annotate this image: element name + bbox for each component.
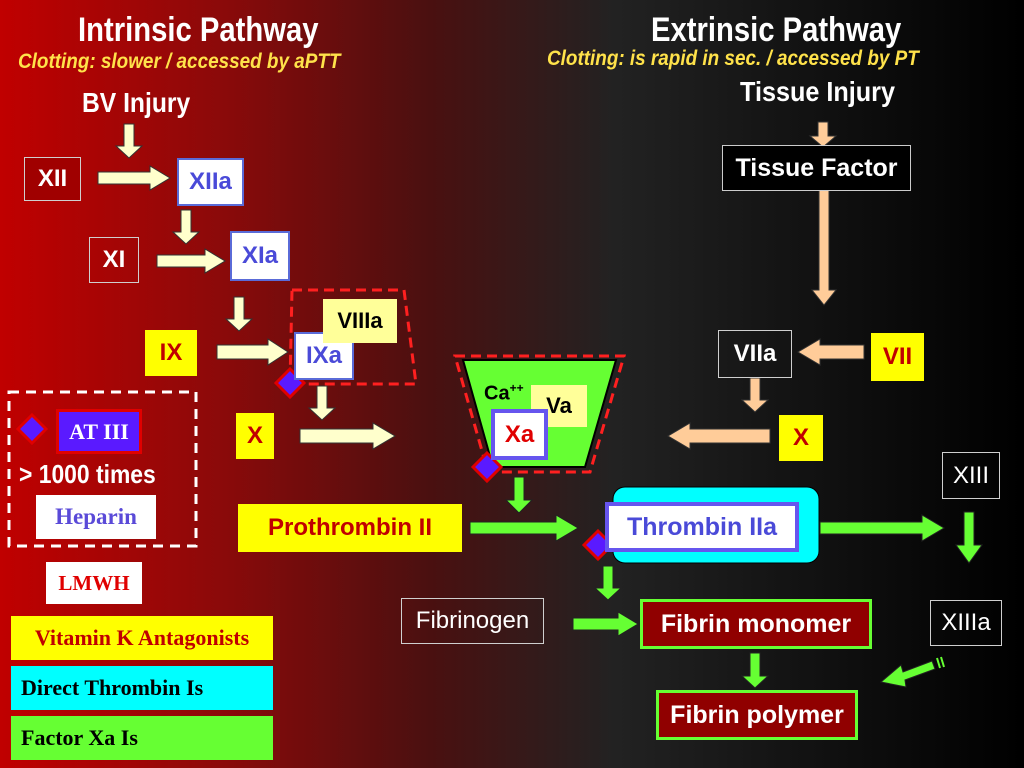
tissue-injury-label: Tissue Injury xyxy=(740,76,895,107)
arrow-xiii-xiiia xyxy=(955,511,983,564)
inhibitor-diamond-xa xyxy=(470,450,504,484)
calcium-label: Ca++ xyxy=(484,381,524,406)
arrow-vii-viia xyxy=(797,338,865,366)
factor-xia: XIa xyxy=(230,231,290,281)
factor-xii: XII xyxy=(24,157,81,201)
arrow-thrombin-xiii xyxy=(819,514,945,542)
arrow-ix-ixa xyxy=(216,338,289,366)
potency-label: > 1000 times xyxy=(19,459,156,489)
extrinsic-subtitle: Clotting: is rapid in sec. / accessed by… xyxy=(547,47,919,70)
factor-xiii: XIII xyxy=(942,452,1000,499)
arrow-xa-prothrombin xyxy=(504,476,534,514)
antithrombin-iii: AT III xyxy=(56,409,142,454)
bv-injury-label: BV Injury xyxy=(82,87,191,118)
arrow-xii-xiia xyxy=(97,165,171,191)
legend-factor-xa-inhibitors: Factor Xa Is xyxy=(11,716,273,760)
arrow-fibrinogen-monomer xyxy=(572,611,639,637)
factor-xa: Xa xyxy=(491,409,548,460)
heparin-label: Heparin xyxy=(36,495,156,539)
arrow-thrombin-monomer xyxy=(593,565,623,601)
arrow-viia-x xyxy=(740,377,770,413)
legend-direct-thrombin-inhibitors: Direct Thrombin Is xyxy=(11,666,273,710)
intrinsic-title: Intrinsic Pathway xyxy=(78,11,319,49)
arrow-monomer-polymer xyxy=(740,652,770,689)
factor-ix: IX xyxy=(145,330,197,376)
arrow-xiiia-polymer xyxy=(879,660,936,688)
factor-va: Va xyxy=(531,385,587,427)
factor-x-intrinsic: X xyxy=(236,413,274,459)
lmwh-label: LMWH xyxy=(46,562,142,604)
factor-xi: XI xyxy=(89,237,139,283)
fibrinogen: Fibrinogen xyxy=(401,598,544,644)
fibrin-polymer: Fibrin polymer xyxy=(656,690,858,740)
antithrombin-dashed-frame xyxy=(7,390,198,548)
intrinsic-subtitle: Clotting: slower / accessed by aPTT xyxy=(18,50,341,73)
factor-xiia: XIIa xyxy=(177,158,244,206)
calcium-charge: ++ xyxy=(509,381,524,395)
arrow-prothrombin-thrombin xyxy=(469,514,579,542)
factor-viia: VIIa xyxy=(718,330,792,378)
arrow-x-common xyxy=(299,422,396,450)
calcium-symbol: Ca xyxy=(484,382,510,405)
arrow-xia-ix xyxy=(224,296,254,332)
tissue-factor: Tissue Factor xyxy=(722,145,911,191)
xiiia-arrow-tail xyxy=(936,656,945,669)
arrow-xi-xia xyxy=(156,248,226,274)
prothrombinase-dashed-frame xyxy=(453,354,627,474)
factor-vii: VII xyxy=(871,333,924,381)
inhibitor-diamond-legend xyxy=(15,412,49,446)
thrombin: Thrombin IIa xyxy=(605,502,799,552)
arrow-tissue-injury-tf xyxy=(808,121,838,148)
fibrin-monomer: Fibrin monomer xyxy=(640,599,872,649)
arrow-ixa-x xyxy=(307,385,337,421)
factor-x-extrinsic: X xyxy=(779,415,823,461)
arrow-xiia-xi xyxy=(171,209,201,245)
extrinsic-title: Extrinsic Pathway xyxy=(651,11,902,49)
arrow-tf-viia xyxy=(810,189,838,306)
legend-vitamin-k-antagonists: Vitamin K Antagonists xyxy=(11,616,273,660)
factor-viiia: VIIIa xyxy=(323,299,397,343)
arrow-bv-xii xyxy=(114,123,144,159)
arrow-x-xa xyxy=(667,422,771,450)
prothrombin: Prothrombin II xyxy=(238,504,462,552)
factor-xiiia: XIIIa xyxy=(930,600,1002,646)
